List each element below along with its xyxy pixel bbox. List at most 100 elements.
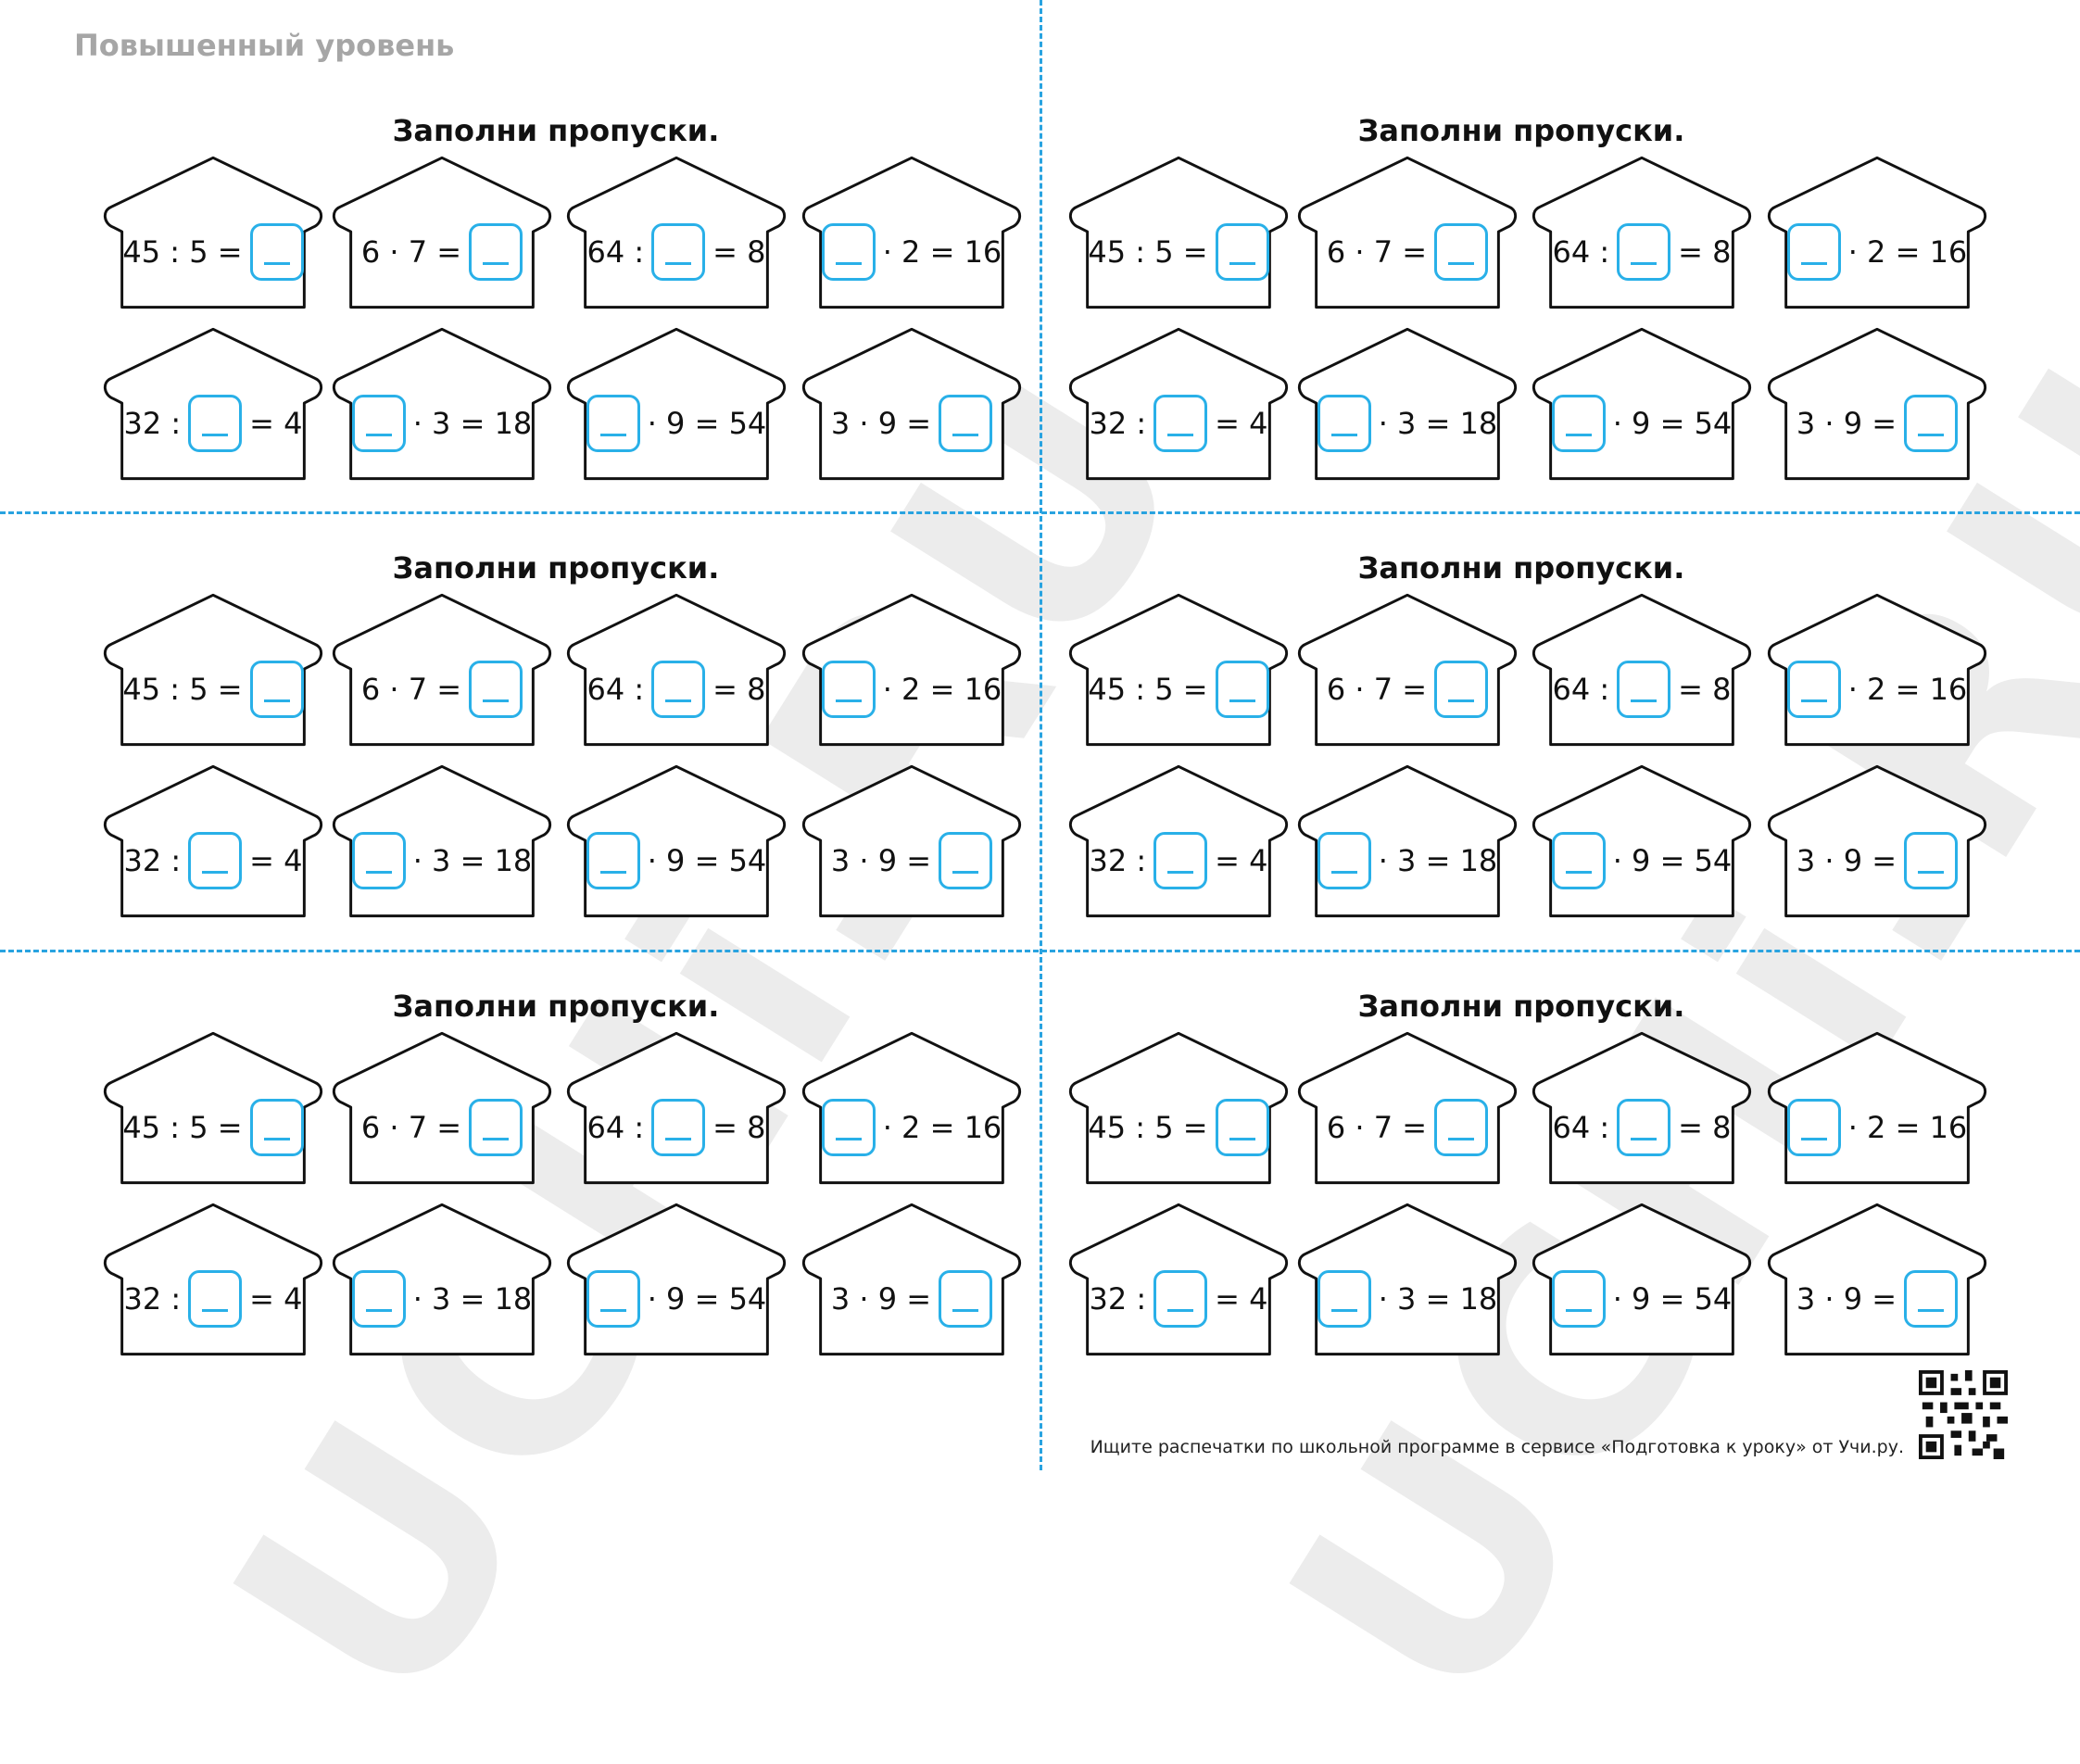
answer-slot[interactable] — [821, 223, 876, 281]
answer-slot[interactable] — [351, 395, 406, 452]
house-outline-icon — [103, 1203, 323, 1356]
answer-slot[interactable] — [1153, 832, 1208, 889]
house-task: 6 · 7 = — [331, 1028, 553, 1188]
answer-slot[interactable] — [469, 661, 523, 718]
equation-left-part: 6 · 7 = — [1326, 672, 1428, 707]
house-task: 32 := 4 — [102, 324, 324, 484]
answer-slot[interactable] — [1215, 223, 1269, 281]
answer-slot[interactable] — [188, 1270, 243, 1328]
answer-slot[interactable] — [1215, 1099, 1269, 1156]
answer-slot[interactable] — [1551, 832, 1606, 889]
house-task: · 3 = 18 — [331, 324, 553, 484]
equation-left-part: 64 : — [586, 234, 645, 270]
house-task: · 3 = 18 — [331, 1200, 553, 1359]
house-outline-icon — [566, 764, 787, 918]
answer-slot[interactable] — [1904, 832, 1959, 889]
equation-left-part: 45 : 5 = — [1088, 234, 1208, 270]
answer-slot[interactable] — [351, 1270, 406, 1328]
equation: · 9 = 54 — [1551, 1266, 1733, 1331]
answer-slot[interactable] — [1617, 1099, 1671, 1156]
equation-left-part: 3 · 9 = — [830, 406, 932, 441]
house-task: · 2 = 16 — [1766, 153, 1988, 312]
answer-slot[interactable] — [586, 1270, 640, 1328]
answer-slot[interactable] — [1617, 223, 1671, 281]
answer-slot[interactable] — [1904, 1270, 1959, 1328]
answer-slot[interactable] — [939, 1270, 993, 1328]
answer-slot[interactable] — [188, 832, 243, 889]
house-task: 6 · 7 = — [1296, 590, 1519, 750]
answer-slot[interactable] — [1153, 1270, 1208, 1328]
house-outline-icon — [1068, 327, 1289, 481]
answer-slot[interactable] — [586, 832, 640, 889]
answer-slot[interactable] — [249, 661, 304, 718]
answer-slot[interactable] — [249, 1099, 304, 1156]
answer-slot[interactable] — [469, 1099, 523, 1156]
equation: · 2 = 16 — [821, 220, 1002, 284]
house-outline-icon — [1297, 1031, 1518, 1185]
house-outline-icon — [1767, 1203, 1987, 1356]
answer-slot[interactable] — [1317, 1270, 1371, 1328]
answer-slot[interactable] — [469, 223, 523, 281]
answer-slot[interactable] — [939, 832, 993, 889]
equation: 45 : 5 = — [1088, 657, 1269, 722]
equation: 64 := 8 — [1551, 1095, 1733, 1160]
card-title: Заполни пропуски. — [1357, 989, 1685, 1024]
equation: 45 : 5 = — [122, 1095, 304, 1160]
answer-slot[interactable] — [351, 832, 406, 889]
house-outline-icon — [801, 156, 1022, 309]
answer-slot[interactable] — [651, 1099, 706, 1156]
answer-slot[interactable] — [1551, 1270, 1606, 1328]
house-outline-icon — [1532, 1203, 1752, 1356]
house-outline-icon — [1297, 593, 1518, 747]
answer-slot[interactable] — [1434, 661, 1489, 718]
house-outline-icon — [1068, 593, 1289, 747]
answer-slot[interactable] — [1786, 661, 1841, 718]
answer-slot[interactable] — [651, 661, 706, 718]
answer-slot[interactable] — [939, 395, 993, 452]
house-outline-icon — [1068, 1031, 1289, 1185]
answer-slot[interactable] — [1786, 1099, 1841, 1156]
answer-slot[interactable] — [586, 395, 640, 452]
answer-slot[interactable] — [1786, 223, 1841, 281]
answer-slot[interactable] — [1317, 832, 1371, 889]
answer-slot[interactable] — [1153, 395, 1208, 452]
house-outline-icon — [332, 1203, 552, 1356]
equation: 45 : 5 = — [1088, 220, 1269, 284]
answer-slot[interactable] — [821, 1099, 876, 1156]
equation: · 3 = 18 — [1317, 1266, 1498, 1331]
answer-slot[interactable] — [1617, 661, 1671, 718]
answer-slot[interactable] — [1551, 395, 1606, 452]
equation: · 2 = 16 — [1786, 1095, 1968, 1160]
equation: 3 · 9 = — [821, 828, 1002, 893]
equation-right-part: · 9 = 54 — [647, 1281, 767, 1317]
equation: · 2 = 16 — [1786, 657, 1968, 722]
answer-slot[interactable] — [1215, 661, 1269, 718]
equation: · 3 = 18 — [351, 828, 533, 893]
house-task: · 3 = 18 — [1296, 762, 1519, 921]
house-outline-icon — [1532, 327, 1752, 481]
level-label: Повышенный уровень — [74, 28, 455, 63]
answer-slot[interactable] — [651, 223, 706, 281]
equation: 45 : 5 = — [122, 657, 304, 722]
house-task: 32 := 4 — [102, 1200, 324, 1359]
task-card-1: Заполни пропуски.45 : 5 =6 · 7 =64 := 8·… — [74, 93, 1038, 500]
equation-left-part: 64 : — [1552, 234, 1610, 270]
answer-slot[interactable] — [821, 661, 876, 718]
house-task: · 9 = 54 — [1531, 324, 1753, 484]
equation: 32 := 4 — [1088, 1266, 1269, 1331]
equation: · 3 = 18 — [1317, 828, 1498, 893]
answer-slot[interactable] — [1317, 395, 1371, 452]
answer-slot[interactable] — [1434, 223, 1489, 281]
house-task: 3 · 9 = — [1766, 324, 1988, 484]
answer-slot[interactable] — [1904, 395, 1959, 452]
cut-line-horizontal-2 — [0, 950, 2080, 952]
answer-slot[interactable] — [249, 223, 304, 281]
house-task: · 3 = 18 — [1296, 1200, 1519, 1359]
house-task: · 9 = 54 — [565, 762, 788, 921]
equation: 32 := 4 — [122, 391, 304, 456]
answer-slot[interactable] — [1434, 1099, 1489, 1156]
answer-slot[interactable] — [188, 395, 243, 452]
equation-right-part: · 3 = 18 — [1378, 406, 1498, 441]
house-outline-icon — [1297, 327, 1518, 481]
equation-right-part: = 4 — [1215, 843, 1268, 878]
